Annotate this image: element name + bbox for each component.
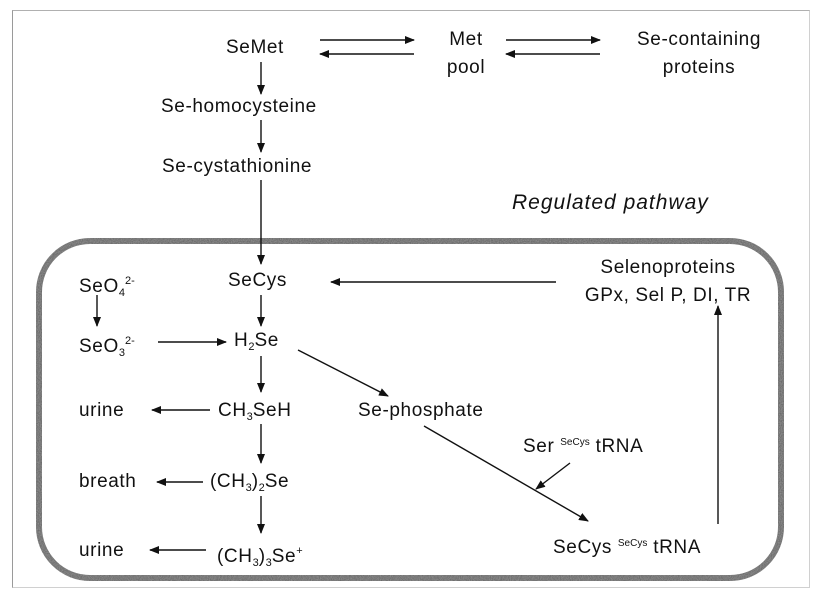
node-met-pool: Met pool xyxy=(438,26,494,82)
h2se-sub: 2 xyxy=(248,341,255,353)
ch3-3se-sub2: 3 xyxy=(265,557,272,569)
ch3-3se-sup: + xyxy=(296,545,303,557)
ch3-2se-a: (CH xyxy=(210,471,246,492)
node-met-pool-line2: pool xyxy=(446,57,486,78)
h2se-b: Se xyxy=(254,330,279,351)
ch3-3se-a: (CH xyxy=(217,546,253,567)
ch3seh-a: CH xyxy=(218,400,247,421)
node-secys-secys-trna: SeCys SeCys tRNA xyxy=(553,533,701,559)
h2se-a: H xyxy=(234,330,249,351)
node-ch3seh: CH3SeH xyxy=(218,400,292,428)
secys-trna-a: SeCys xyxy=(553,537,612,558)
ser-trna-b: tRNA xyxy=(595,436,644,457)
node-selenoproteins-line2: GPx, Sel P, DI, TR xyxy=(584,285,752,306)
node-met-pool-line1: Met xyxy=(449,29,483,50)
node-seo4: SeO42- xyxy=(79,270,135,304)
node-urine-1: urine xyxy=(79,400,125,421)
region-label: Regulated pathway xyxy=(512,191,709,214)
secys-trna-sup: SeCys xyxy=(617,538,648,549)
node-se-proteins-line1: Se-containing xyxy=(637,29,761,50)
node-se-proteins-line2: proteins xyxy=(662,57,736,78)
ser-trna-sup: SeCys xyxy=(560,437,590,448)
regulated-pathway-region xyxy=(36,238,784,581)
node-se-phosphate: Se-phosphate xyxy=(358,400,484,421)
seo4-sup: 2- xyxy=(124,275,135,287)
figure-frame xyxy=(12,10,810,588)
ch3-3se-sub1: 3 xyxy=(252,557,259,569)
node-h2se: H2Se xyxy=(234,330,279,358)
ch3-2se-c: Se xyxy=(264,471,290,492)
node-se-containing-proteins: Se-containing proteins xyxy=(621,26,777,82)
node-secys: SeCys xyxy=(228,270,287,291)
seo4-sub: 4 xyxy=(118,287,125,299)
ser-trna-a: Ser xyxy=(523,436,555,457)
node-urine-2: urine xyxy=(79,540,125,561)
ch3-2se-sub2: 2 xyxy=(258,482,265,494)
ch3-2se-b: ) xyxy=(251,471,259,492)
seo4-base: SeO xyxy=(79,276,119,297)
node-semet: SeMet xyxy=(226,37,284,58)
node-se-homocysteine: Se-homocysteine xyxy=(161,96,317,117)
ch3seh-sub: 3 xyxy=(246,411,253,423)
seo3-base: SeO xyxy=(79,336,119,357)
seo3-sub: 3 xyxy=(118,347,125,359)
seo3-sup: 2- xyxy=(124,335,135,347)
node-ch3-3-se-plus: (CH3)3Se+ xyxy=(217,540,303,574)
node-selenoproteins: Selenoproteins GPx, Sel P, DI, TR xyxy=(560,254,776,310)
node-selenoproteins-line1: Selenoproteins xyxy=(600,257,736,278)
node-ch3-2-se: (CH3)2Se xyxy=(210,471,289,499)
ch3-3se-b: ) xyxy=(258,546,266,567)
node-seo3: SeO32- xyxy=(79,330,135,364)
node-se-cystathionine: Se-cystathionine xyxy=(162,156,313,177)
node-breath: breath xyxy=(79,471,137,492)
arrow-h2se-to-sephosphate xyxy=(297,349,389,397)
node-ser-secys-trna: Ser SeCys tRNA xyxy=(523,432,643,458)
ch3seh-b: SeH xyxy=(252,400,292,421)
arrow-sephosphate-to-secystrna xyxy=(423,425,589,522)
ch3-2se-sub1: 3 xyxy=(245,482,252,494)
secys-trna-b: tRNA xyxy=(653,537,701,558)
arrow-sertrna-to-secystrna xyxy=(535,462,571,490)
ch3-3se-c: Se xyxy=(271,546,297,567)
